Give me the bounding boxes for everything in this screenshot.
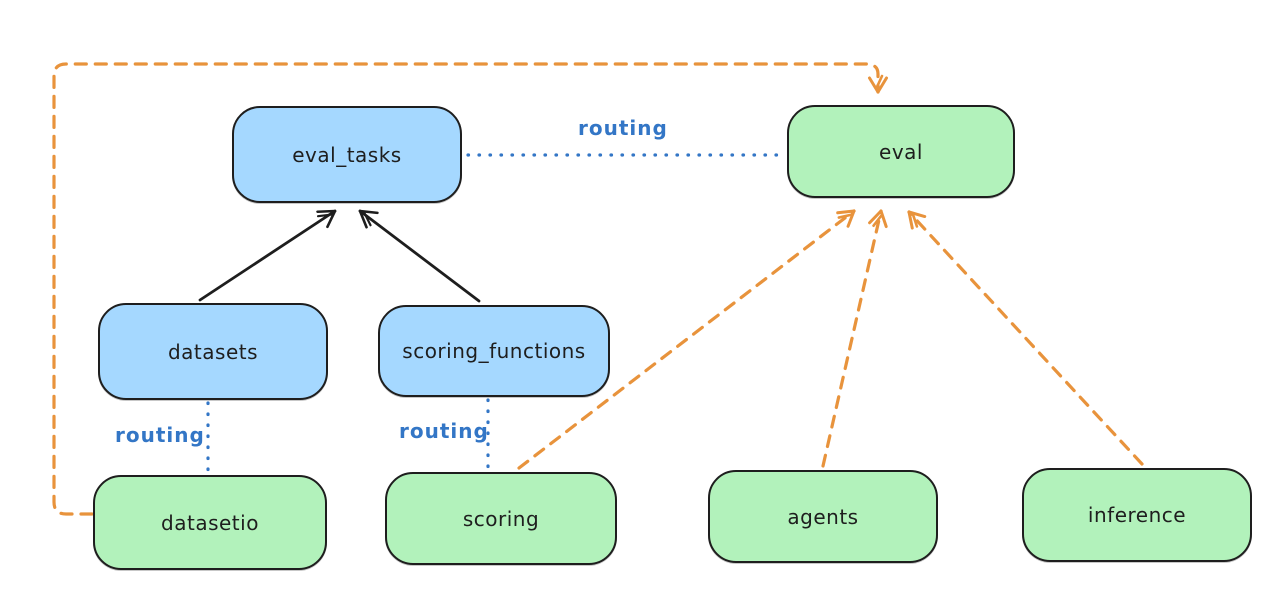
- edge-label-routing-datasetio: routing: [115, 423, 205, 447]
- node-eval-label: eval: [879, 139, 923, 164]
- node-datasetio-label: datasetio: [161, 510, 259, 535]
- node-scoring: scoring: [385, 472, 617, 565]
- edge-scoring-functions-to-eval-tasks: [358, 209, 481, 303]
- node-datasets: datasets: [98, 303, 328, 400]
- node-datasetio: datasetio: [93, 475, 327, 570]
- edge-inference-to-eval: [907, 210, 1144, 466]
- node-inference: inference: [1022, 468, 1252, 562]
- edge-datasets-to-eval-tasks: [198, 209, 337, 302]
- edge-label-routing-eval: routing: [578, 116, 668, 140]
- node-eval-tasks: eval_tasks: [232, 106, 462, 203]
- node-scoring-label: scoring: [462, 506, 540, 531]
- node-eval-tasks-label: eval_tasks: [292, 142, 402, 167]
- node-agents: agents: [708, 470, 938, 563]
- node-scoring-functions: scoring_functions: [378, 305, 610, 397]
- node-scoring-functions-label: scoring_functions: [402, 339, 586, 363]
- node-inference-label: inference: [1087, 503, 1187, 527]
- edge-label-routing-scoring: routing: [399, 419, 489, 443]
- edge-agents-to-eval: [821, 209, 888, 468]
- node-agents-label: agents: [787, 504, 859, 529]
- node-datasets-label: datasets: [167, 339, 259, 364]
- node-eval: eval: [787, 105, 1015, 198]
